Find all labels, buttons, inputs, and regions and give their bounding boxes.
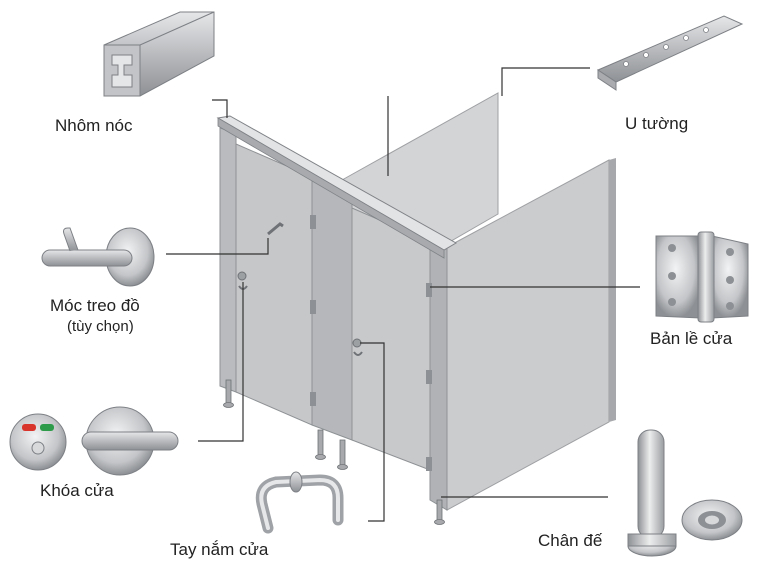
booth bbox=[216, 92, 616, 525]
hinge-2 bbox=[310, 300, 316, 314]
wall-channel-label: U tường bbox=[625, 114, 689, 133]
pedestal-foot-label: Chân đế bbox=[538, 531, 603, 550]
lock-red-indicator bbox=[22, 424, 36, 431]
leader-lock bbox=[198, 282, 244, 442]
pedestal-foot-icon bbox=[627, 429, 743, 557]
door-hook bbox=[267, 222, 284, 236]
leader-roof bbox=[212, 99, 228, 118]
coat-hook-note: (tùy chọn) bbox=[67, 318, 134, 335]
hinge-4 bbox=[426, 283, 432, 297]
hinge-label: Bản lề cửa bbox=[650, 329, 733, 348]
roof-aluminum-label: Nhôm nóc bbox=[55, 116, 133, 135]
right-side-panel-edge bbox=[609, 158, 616, 422]
booth-feet bbox=[223, 379, 445, 525]
roof-rail-front bbox=[217, 117, 445, 259]
corner-panel bbox=[429, 241, 448, 511]
roof-aluminum-icon bbox=[103, 11, 215, 97]
hinge-5 bbox=[426, 370, 432, 384]
door-lock-label: Khóa cửa bbox=[40, 481, 114, 500]
hinge-icon bbox=[655, 231, 749, 323]
door-handle-label: Tay nắm cửa bbox=[170, 540, 269, 559]
lock-green-indicator bbox=[40, 424, 54, 431]
right-door-lock bbox=[352, 338, 362, 348]
middle-pilaster bbox=[311, 176, 353, 441]
hinge-6 bbox=[426, 457, 432, 471]
wall-channel-icon bbox=[596, 15, 744, 91]
leader-lines bbox=[166, 67, 640, 522]
coat-hook-label: Móc treo đồ bbox=[50, 296, 140, 315]
left-door bbox=[235, 143, 313, 426]
hinge-1 bbox=[310, 215, 316, 229]
coat-hook-icon bbox=[41, 227, 155, 287]
door-handle-icon bbox=[255, 471, 344, 534]
leader-wall-channel bbox=[501, 67, 590, 96]
right-door bbox=[351, 207, 431, 471]
hinge-3 bbox=[310, 392, 316, 406]
right-door-handle bbox=[353, 351, 363, 356]
leader-hook bbox=[166, 238, 269, 255]
left-front-panel bbox=[219, 127, 237, 393]
leader-handle bbox=[360, 342, 385, 522]
door-lock-icon bbox=[9, 406, 179, 476]
left-door-lock bbox=[237, 271, 247, 281]
